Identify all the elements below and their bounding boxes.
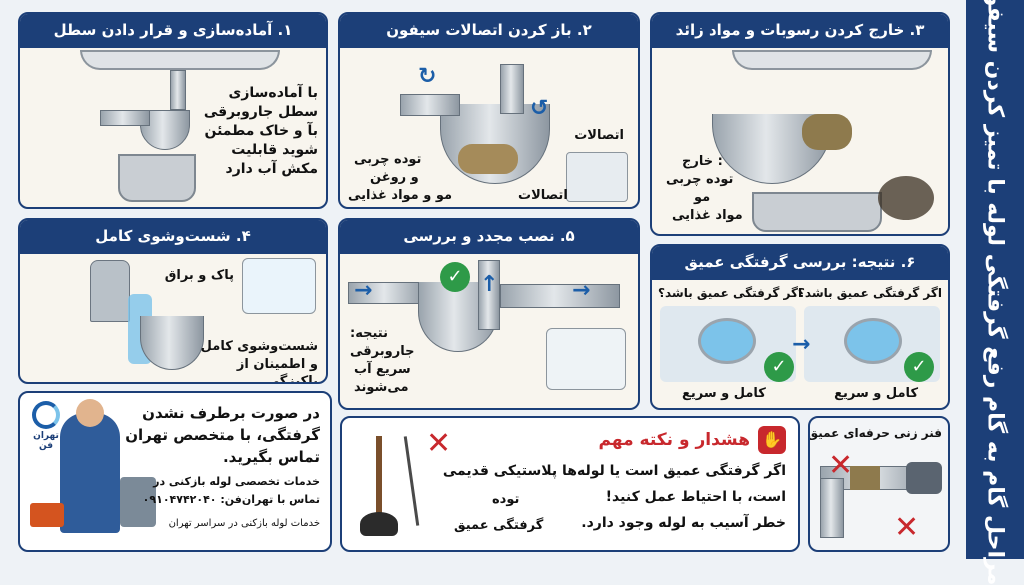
- step5-vertical: [478, 260, 500, 330]
- step5-panel: ۵. نصب مجدد و بررسی ✓ → ↑ → نتیجه: جاروب…: [338, 218, 640, 410]
- clean-inset: [242, 258, 316, 314]
- sink-illustration: [80, 50, 280, 70]
- step4-trap: [140, 316, 204, 370]
- label-grease: توده چربی: [354, 152, 422, 167]
- plumber-head: [76, 399, 104, 427]
- x-mark-top: ✕: [828, 448, 854, 483]
- snake-pipe-down: [820, 478, 844, 538]
- step4-title: ۴. شست‌وشوی کامل: [20, 220, 326, 254]
- hand-stop-icon: ✋: [758, 426, 786, 454]
- x-mark-bottom: ✕: [894, 510, 920, 545]
- check-badge-left: ✓: [764, 352, 794, 382]
- contact-service: خدمات تخصصی لوله بازکنی در: [153, 475, 320, 488]
- machine-icon: [120, 477, 156, 527]
- bucket-icon: [118, 154, 196, 202]
- hair-clump: [878, 176, 934, 220]
- step2-title: ۲. باز کردن اتصالات سیفون: [340, 14, 638, 48]
- result-line1: نتیجه:: [350, 326, 388, 341]
- question-left: اگر گرفتگی عمیق باشد؟: [658, 286, 803, 300]
- sink-inset: [546, 328, 626, 390]
- contact-panel: تهران فن در صورت برطرف نشدن گرفتگی، با م…: [18, 391, 332, 552]
- warning-line3: خطر آسیب به لوله وجود دارد.: [581, 515, 786, 531]
- infographic: مراحل گام به گام رفع گرفتگی لوله با تمیز…: [18, 0, 1024, 585]
- rotate-arrow-right: ↺: [530, 96, 549, 121]
- result-line3: سریع آب: [354, 362, 411, 377]
- check-badge-step5: ✓: [440, 262, 470, 292]
- fan-logo-icon: [32, 401, 60, 429]
- step1-text: با آماده‌سازی سطل جاروبرقی بآ و خاک مطمئ…: [203, 85, 318, 177]
- step2-inlet-pipe: [400, 94, 460, 116]
- check-badge-right: ✓: [904, 352, 934, 382]
- hook-wire-icon: [403, 436, 420, 526]
- plunger-cup: [360, 512, 398, 536]
- snake-clog: [850, 466, 880, 490]
- collection-bucket: [752, 192, 882, 232]
- side-title-bar: مراحل گام به گام رفع گرفتگی لوله با تمیز…: [966, 0, 1024, 585]
- x-mark-warning: ✕: [426, 426, 452, 461]
- label-mass: توده: [492, 492, 520, 507]
- drain-pipe: [170, 70, 186, 110]
- drain-hole-left: [698, 318, 756, 364]
- result-line4: می‌شوند: [354, 380, 409, 395]
- step5-title: ۵. نصب مجدد و بررسی: [340, 220, 638, 254]
- snake-panel: فنر زنی حرفه‌ای عمیق ✕ ✕: [808, 416, 950, 552]
- flow-arrow-out: →: [572, 278, 591, 303]
- answer-right: کامل و سریع: [834, 386, 918, 401]
- logo: تهران فن: [26, 401, 66, 451]
- warning-line1: اگر گرفتگی عمیق است یا لوله‌ها پلاستیکی …: [442, 463, 786, 479]
- step5-outlet: [500, 284, 620, 308]
- debris-mass: [802, 114, 852, 150]
- result-arrow: →: [792, 332, 811, 357]
- label-fittings-bottom: اتصالات: [518, 188, 568, 203]
- contact-line2: گرفتگی، با متخصص تهران: [125, 426, 320, 444]
- warning-line2: است، با احتیاط عمل کنید!: [605, 489, 786, 505]
- label-oil: و روغن: [370, 170, 419, 185]
- result-line2: جاروبرقی: [350, 344, 415, 359]
- flow-arrow-up: ↑: [480, 272, 499, 297]
- contact-line1: در صورت برطرف نشدن: [142, 404, 320, 422]
- label-out: : خارج: [682, 154, 723, 169]
- label-grease-3: توده چربی: [666, 172, 734, 187]
- label-clean: پاک و براق: [164, 268, 234, 283]
- step6-panel: ۶. نتیجه: بررسی گرفتگی عمیق اگر گرفتگی ع…: [650, 244, 950, 410]
- rotate-arrow-left: ↻: [418, 64, 437, 89]
- label-fittings-top: اتصالات: [574, 128, 624, 143]
- toolbox-icon: [30, 503, 64, 527]
- logo-text: تهران فن: [33, 431, 59, 451]
- warning-panel: ✋ هشدار و نکته مهم اگر گرفتگی عمیق است ی…: [340, 416, 800, 552]
- step1-title: ۱. آماده‌سازی و قرار دادن سطل: [20, 14, 326, 48]
- fitting-inset: [566, 152, 628, 202]
- label-hair-3: مو: [694, 190, 711, 205]
- wall-pipe: [100, 110, 150, 126]
- plunger-icon: [376, 436, 382, 516]
- step6-title: ۶. نتیجه: بررسی گرفتگی عمیق: [652, 246, 948, 280]
- label-deep: گرفتگی عمیق: [454, 518, 544, 533]
- step3-sink: [732, 50, 932, 70]
- snake-tool: [906, 462, 942, 494]
- step1-panel: ۱. آماده‌سازی و قرار دادن سطل با آماده‌س…: [18, 12, 328, 209]
- drain-hole-right: [844, 318, 902, 364]
- plumber-figure: [60, 413, 120, 533]
- step4-panel: ۴. شست‌وشوی کامل پاک و براق شست‌وشوی کام…: [18, 218, 328, 384]
- step2-panel: ۲. باز کردن اتصالات سیفون ↻ ↺ اتصالات تو…: [338, 12, 640, 209]
- faucet-icon: [90, 260, 130, 322]
- step3-title: ۳. خارج کردن رسوبات و مواد زائد: [652, 14, 948, 48]
- step2-vertical-pipe: [500, 64, 524, 114]
- step3-panel: ۳. خارج کردن رسوبات و مواد زائد : خارج ت…: [650, 12, 950, 236]
- warning-title: هشدار و نکته مهم: [598, 430, 750, 450]
- step4-text: شست‌وشوی کامل و اطمینان از پاکیزگی: [200, 339, 318, 384]
- side-title: مراحل گام به گام رفع گرفتگی لوله با تمیز…: [982, 0, 1008, 585]
- label-food-3: مواد غذایی: [672, 208, 743, 223]
- contact-line3: تماس بگیرید.: [222, 448, 320, 466]
- question-right: اگر گرفتگی عمیق باشد؟: [797, 286, 942, 300]
- grease-mass: [458, 144, 518, 174]
- contact-phone: تماس با تهران‌فن: ۰۹۱۰۴۷۴۲۰۴۰: [142, 493, 320, 506]
- flow-arrow-in: →: [354, 278, 373, 303]
- answer-left: کامل و سریع: [682, 386, 766, 401]
- label-hair-food: مو و مواد غذایی: [348, 188, 453, 203]
- contact-footer: خدمات لوله بازکنی در سراسر تهران: [168, 518, 320, 529]
- snake-title: فنر زنی حرفه‌ای عمیق: [808, 426, 942, 440]
